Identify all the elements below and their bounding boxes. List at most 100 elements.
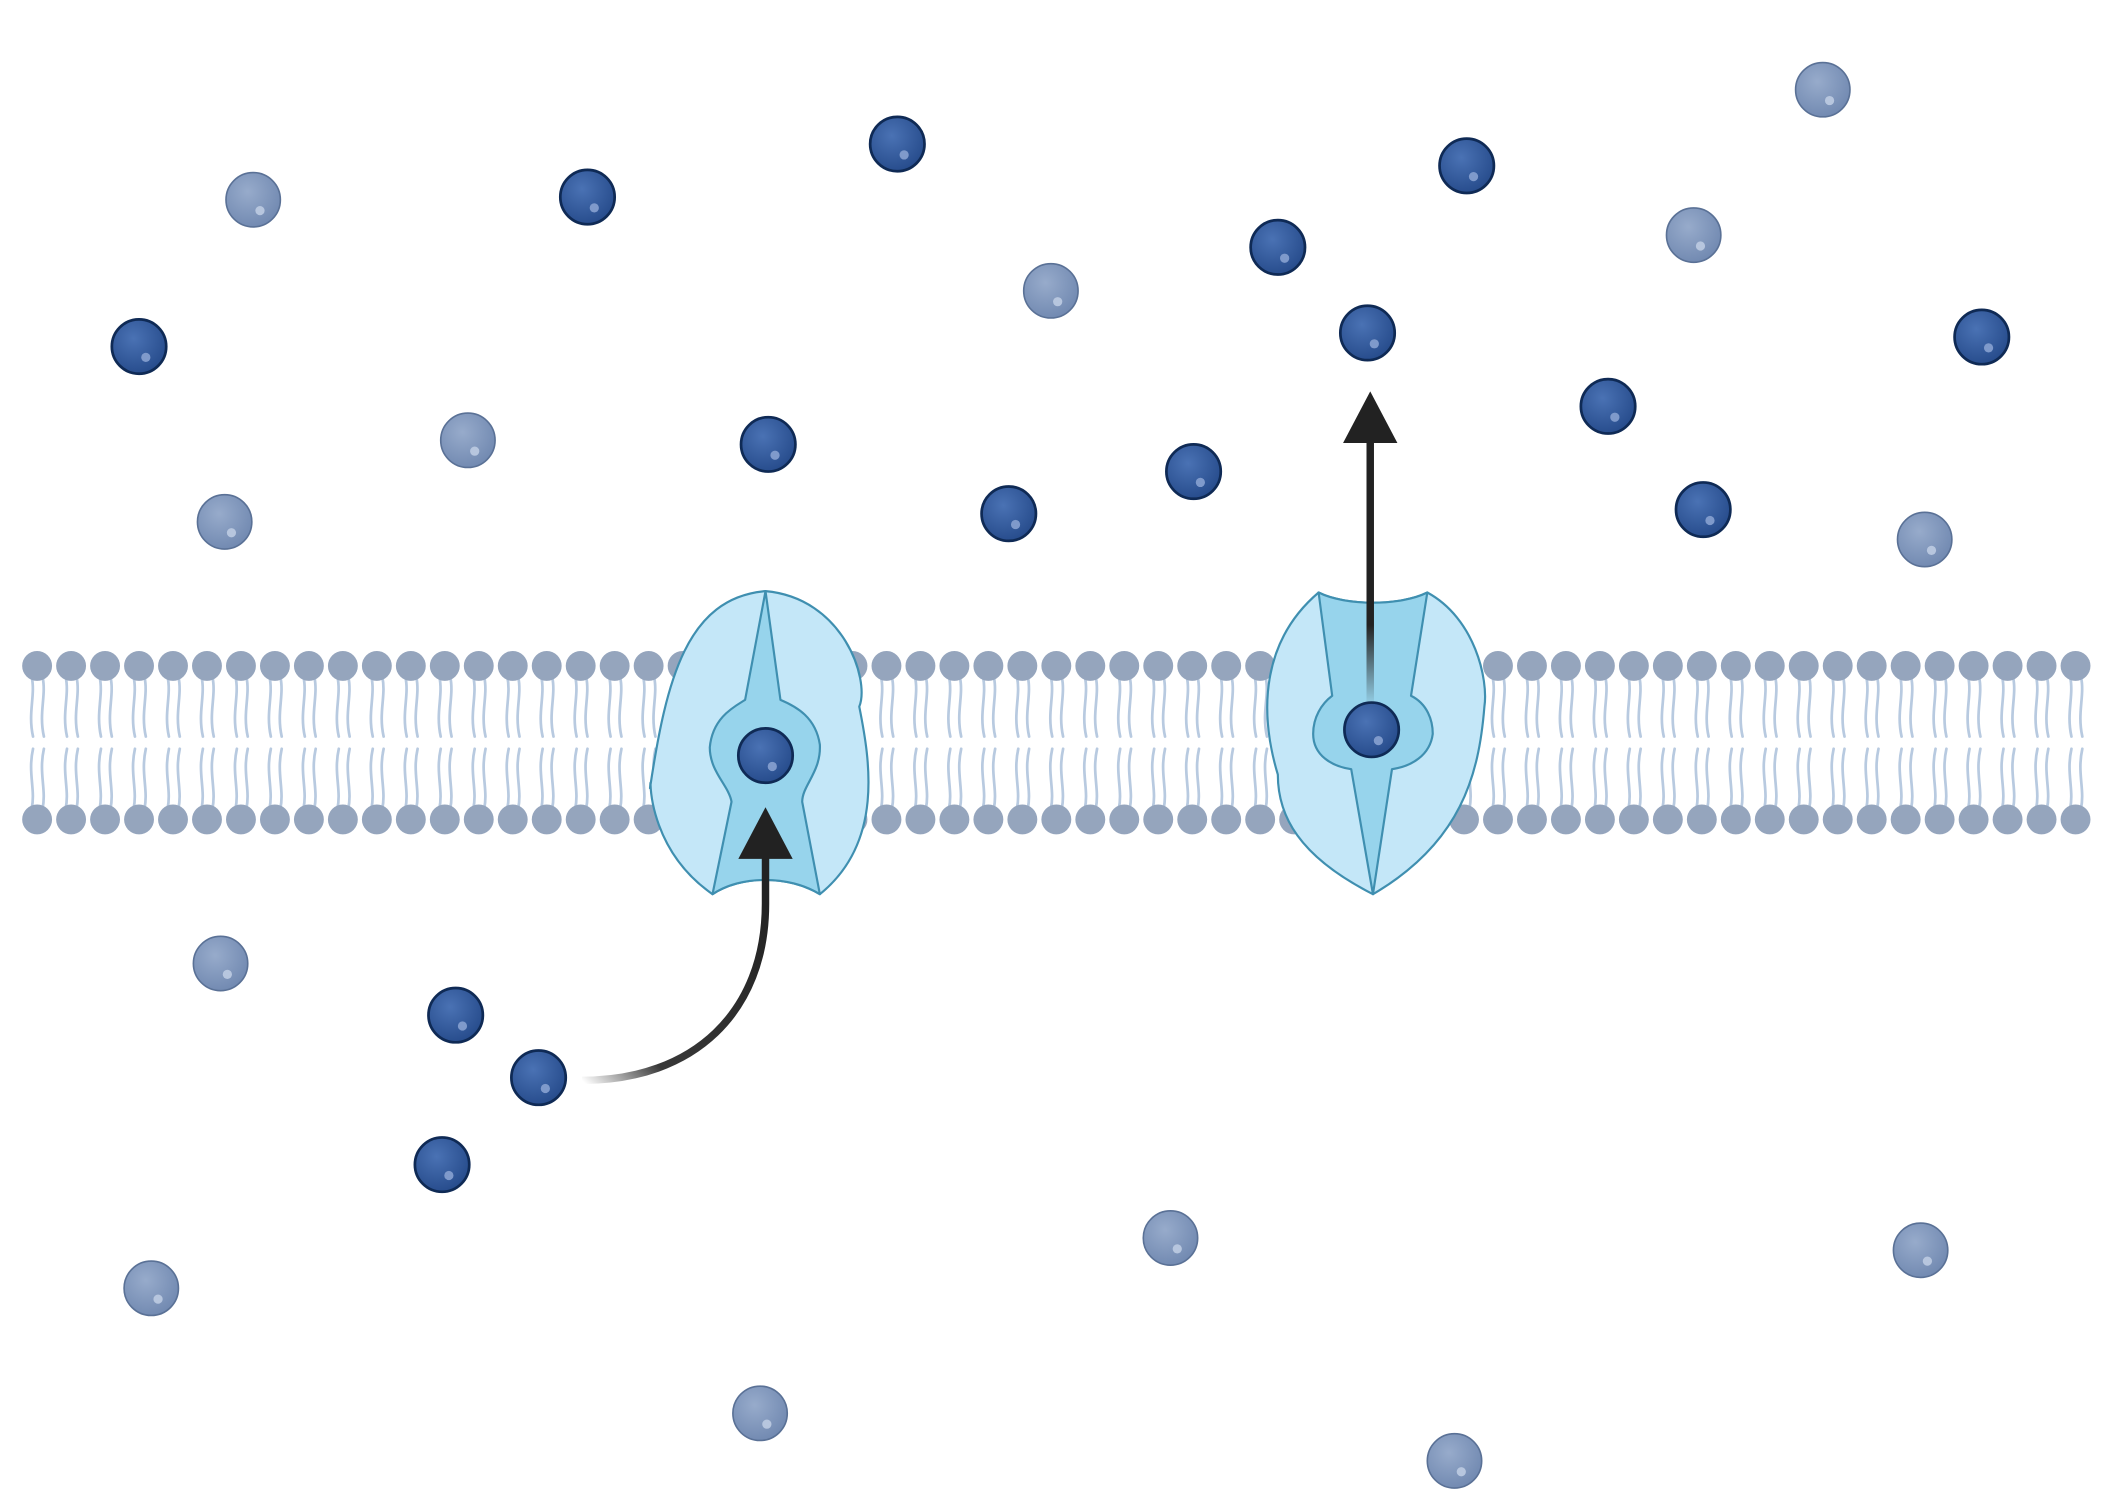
molecule-sphere [739, 415, 797, 473]
molecule-sphere [1665, 207, 1722, 264]
molecule-sphere [1165, 443, 1223, 501]
lipid-tail [414, 747, 419, 810]
lipid-head [1754, 650, 1785, 681]
molecule-sphere [1338, 304, 1397, 362]
lipid-tail [1626, 747, 1632, 810]
lipid-tail-pair [369, 675, 385, 810]
molecule-highlight [1922, 1256, 1933, 1266]
dark-solute-molecule [110, 317, 168, 376]
molecule-highlight [1010, 519, 1021, 530]
lipid-tail [2045, 675, 2050, 738]
lipid-tail [550, 747, 555, 810]
lipid-tail [233, 675, 239, 738]
light-solute-molecule [196, 493, 253, 550]
molecule-highlight [1195, 477, 1205, 488]
molecule-sphere [868, 115, 926, 173]
release-arrow [1343, 391, 1398, 707]
lipid-head [1177, 804, 1208, 835]
lipid-head [1109, 650, 1140, 681]
lipid-tail [1025, 675, 1031, 738]
lipid-tail-pair [2034, 675, 2050, 810]
lipid-tail-pair [63, 675, 80, 810]
lipid-tail-pair [301, 675, 318, 810]
lipid-head [293, 804, 324, 835]
light-solute-molecule [1665, 207, 1722, 264]
molecule-highlight [1705, 515, 1715, 526]
lipid-head [1483, 650, 1513, 681]
lipid-tail [1093, 747, 1099, 810]
lipid-tail [414, 675, 419, 738]
lipid-tail [1864, 675, 1869, 738]
lipid-tail [1739, 747, 1744, 810]
lipid-tail [505, 675, 511, 738]
lipid-tail [301, 747, 307, 810]
dark-solute-molecule [510, 1049, 568, 1107]
molecule-highlight [540, 1083, 550, 1094]
lipid-tail [957, 747, 963, 810]
molecule-highlight [762, 1419, 772, 1429]
lipid-tail [505, 747, 511, 810]
dark-solute-molecule [980, 485, 1038, 543]
lipid-tail [1694, 747, 1700, 810]
light-solute-molecule [225, 171, 282, 228]
lipid-tail [1728, 675, 1734, 738]
lipid-head [1245, 804, 1276, 835]
lipid-tail [278, 747, 284, 810]
lipid-tail-pair [267, 675, 284, 810]
lipid-tail [1875, 747, 1880, 810]
lipid-tail [981, 747, 986, 810]
lipid-head [2060, 804, 2091, 835]
lipid-tail [97, 747, 103, 810]
lipid-tail [131, 747, 137, 810]
molecule-sphere [1674, 481, 1732, 539]
lipid-tail [1705, 675, 1710, 738]
lipid-head [90, 650, 121, 681]
lipid-tail [1841, 675, 1846, 738]
lipid-tail [889, 675, 895, 738]
lipid-head [1856, 804, 1887, 835]
lipid-head [1211, 650, 1242, 681]
lipid-tail [1195, 747, 1201, 810]
arrows [582, 391, 1398, 1085]
molecule-sphere [1953, 308, 2011, 366]
lipid-tail [539, 747, 544, 810]
lipid-head [1890, 650, 1921, 681]
lipid-head [905, 650, 936, 681]
lipid-head [1924, 650, 1955, 681]
lipid-head [2026, 804, 2057, 835]
lipid-head [1788, 804, 1819, 835]
lipid-tail [1660, 747, 1666, 810]
lipid-head [22, 650, 53, 681]
light-solute-molecule [1022, 262, 1079, 319]
lipid-head [1177, 650, 1208, 681]
lipid-tail [108, 675, 114, 738]
arrow-shaft [582, 853, 770, 1085]
lipid-tail [335, 675, 341, 738]
lipid-tail [176, 747, 182, 810]
lipid-head [1686, 804, 1717, 835]
lipid-tail [1807, 675, 1812, 738]
molecule-highlight [255, 206, 265, 216]
lipid-tail [573, 675, 578, 738]
lipid-head [1618, 650, 1649, 681]
lipid-head [259, 650, 290, 681]
lipid-head [1483, 804, 1513, 835]
lipid-head [1788, 650, 1819, 681]
molecule-highlight [457, 1021, 468, 1031]
lipid-tail [1195, 675, 1201, 738]
molecule-sphere [196, 493, 253, 550]
lipid-tail-pair [1524, 675, 1541, 810]
lipid-tail [2068, 747, 2073, 810]
lipid-head [1007, 804, 1038, 835]
lipid-tail-pair [1558, 675, 1575, 810]
lipid-tail-pair [913, 675, 929, 810]
lipid-tail [957, 675, 963, 738]
lipid-head [56, 650, 87, 681]
lipid-head [1007, 650, 1038, 681]
lipid-tail [1524, 675, 1530, 738]
lipid-tail [1093, 675, 1099, 738]
molecule-sphere [1438, 137, 1496, 195]
lipid-head [327, 804, 358, 835]
lipid-tail [1501, 747, 1507, 810]
